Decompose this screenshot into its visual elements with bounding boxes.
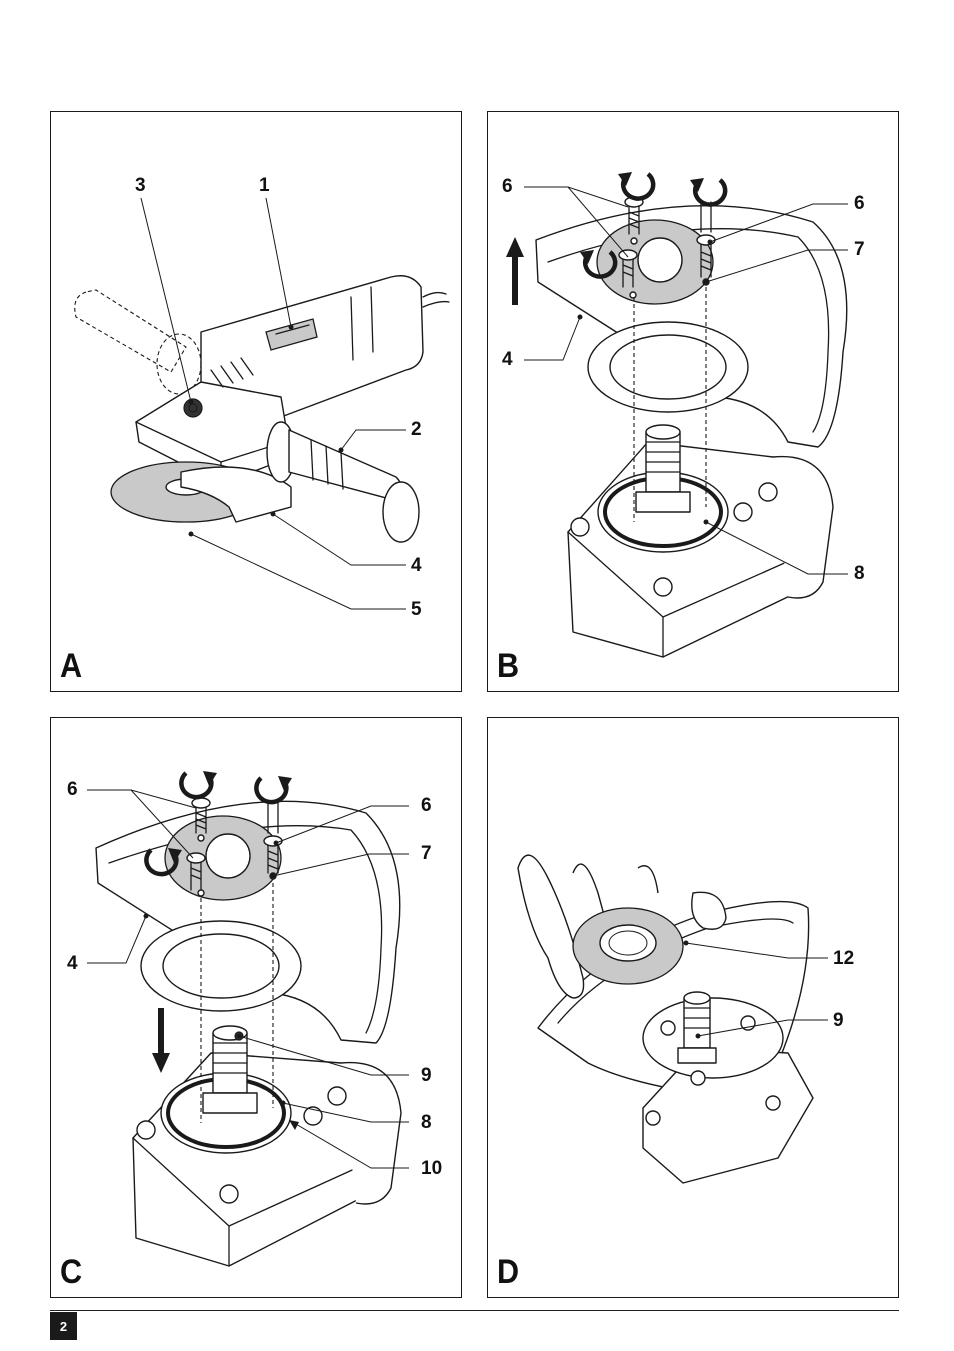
callout-9: 9 [833,1011,844,1030]
panel-letter-a: A [60,649,82,683]
arrow-up-icon [506,237,524,305]
callout-4: 4 [502,350,513,369]
flange-fitting-illustration [488,718,900,1299]
callout-3: 3 [135,176,146,195]
guard-installation-illustration [51,718,463,1299]
callout-4: 4 [411,556,422,575]
callout-4: 4 [67,954,78,973]
callout-7: 7 [854,240,865,259]
callout-2: 2 [411,420,422,439]
callout-8: 8 [854,564,865,583]
callout-10: 10 [421,1159,442,1178]
callout-7: 7 [421,844,432,863]
panel-letter-b: B [497,649,519,683]
callout-6-left: 6 [502,177,513,196]
rotate-clockwise-icon [256,776,292,802]
callout-1: 1 [259,176,270,195]
figure-panel-d: 12 9 D [487,717,899,1298]
figure-panel-c: 6 6 7 4 9 8 10 C [50,717,462,1298]
page-number: 2 [50,1312,77,1340]
figure-panel-a: 3 1 2 4 5 A [50,111,462,692]
arrow-down-icon [152,1008,170,1073]
callout-5: 5 [411,600,422,619]
figure-panel-b: 6 6 7 4 8 B [487,111,899,692]
callout-9: 9 [421,1066,432,1085]
callout-6-left: 6 [67,780,78,799]
callout-6-right: 6 [854,194,865,213]
callout-6-right: 6 [421,796,432,815]
callout-8: 8 [421,1113,432,1132]
guard-removal-illustration [488,112,900,693]
rotate-counterclockwise-icon [690,178,725,205]
rotate-counterclockwise-icon [618,172,653,199]
angle-grinder-illustration [51,112,463,693]
callout-12: 12 [833,949,854,968]
rotate-clockwise-icon [181,771,217,797]
panel-letter-c: C [60,1255,82,1289]
footer-rule [50,1310,899,1311]
panel-letter-d: D [497,1255,519,1289]
